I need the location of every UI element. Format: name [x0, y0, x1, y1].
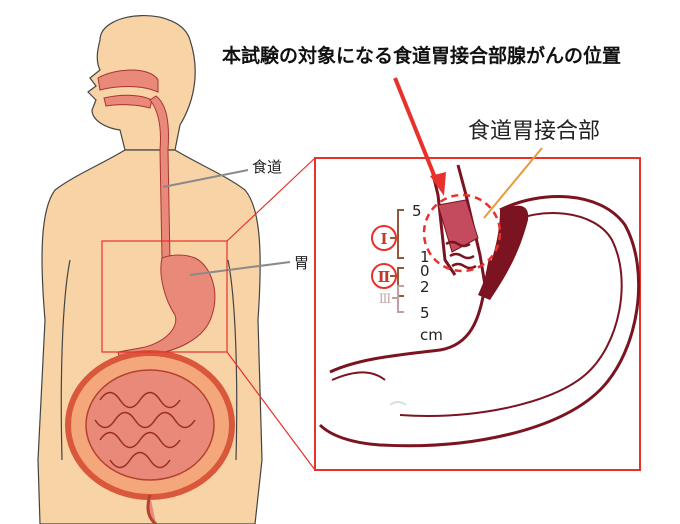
type3-label: Ⅲ: [379, 292, 392, 307]
type2-label: Ⅱ: [378, 268, 391, 286]
scale-top: 5: [412, 202, 422, 220]
esophagus-label: 食道: [252, 158, 282, 176]
scale-unit: cm: [420, 326, 443, 344]
scale-two: 2: [420, 278, 430, 296]
ej-junction-label: 食道胃接合部: [468, 119, 600, 144]
type1-label: Ⅰ: [380, 230, 387, 248]
figure-title: 本試験の対象になる食道胃接合部腺がんの位置: [222, 44, 621, 67]
scale-bottom: 5: [420, 304, 430, 322]
stomach-label: 胃: [294, 254, 309, 272]
